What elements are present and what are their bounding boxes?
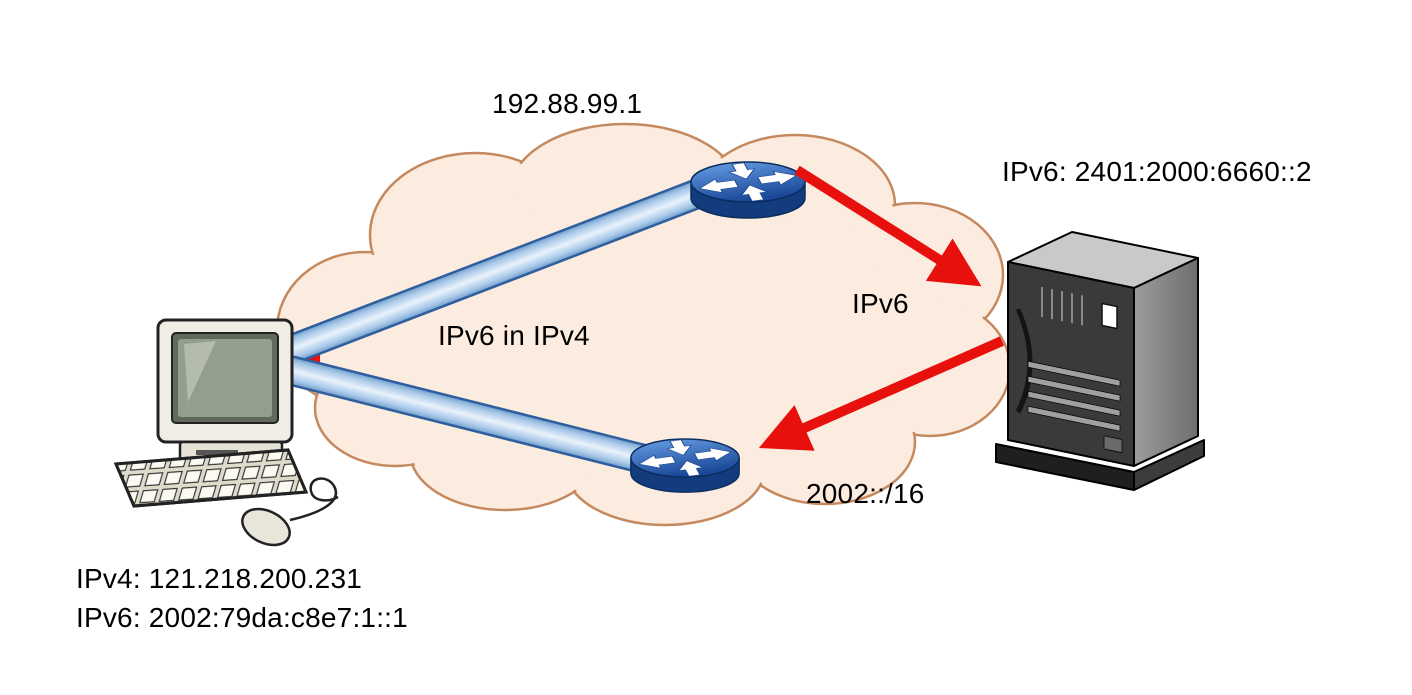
- host-computer-icon: [113, 318, 339, 547]
- label-server-ipv6: IPv6: 2401:2000:6660::2: [1002, 156, 1312, 187]
- arrow-server-to-router: [758, 336, 1005, 451]
- arrow-router-to-server: [794, 165, 982, 287]
- server-icon: [995, 231, 1205, 491]
- label-tunnel: IPv6 in IPv4: [438, 320, 590, 351]
- label-6to4-prefix: 2002::/16: [806, 478, 925, 509]
- label-native-ipv6: IPv6: [852, 288, 909, 319]
- label-host-ipv4: IPv4: 121.218.200.231: [76, 563, 362, 594]
- mouse-cable: [289, 477, 339, 522]
- label-relay-router-ipv4: 192.88.99.1: [492, 88, 643, 119]
- label-host-ipv6: IPv6: 2002:79da:c8e7:1::1: [76, 602, 408, 633]
- mouse-icon: [241, 507, 291, 547]
